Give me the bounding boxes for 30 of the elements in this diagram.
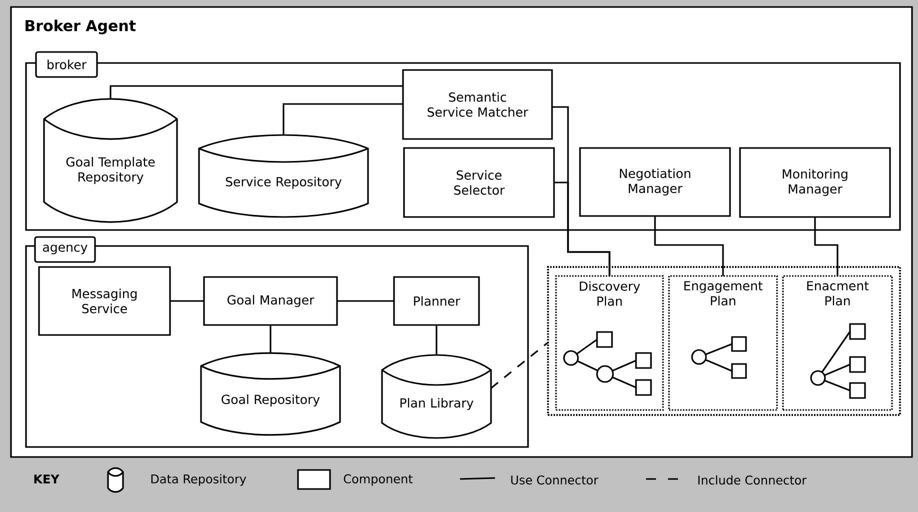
- legend-text: Include Connector: [698, 475, 807, 485]
- connector-line: [170, 300, 204, 302]
- component-box: Service Selector: [403, 147, 555, 218]
- data-repository: Goal Template Repository: [43, 98, 178, 223]
- connector-line: [814, 217, 838, 276]
- connector-line: [436, 325, 438, 355]
- component-box: Messaging Service: [38, 266, 171, 336]
- legend-text: Data Repository: [151, 474, 246, 486]
- connector-line: [270, 325, 272, 353]
- connector-line: [554, 182, 610, 276]
- legend-text: Use Connector: [511, 475, 598, 485]
- component-box: Goal Manager: [203, 276, 338, 326]
- component-box: Negotiation Manager: [579, 147, 731, 217]
- key-heading: KEY: [34, 474, 60, 484]
- connector-line: [282, 103, 403, 135]
- connector-line: [654, 216, 724, 276]
- plan-box: Enacment Plan: [782, 275, 893, 411]
- component-box: Planner: [393, 276, 480, 326]
- plan-box: Engagement Plan: [668, 275, 778, 411]
- component-box: Semantic Service Matcher: [402, 69, 553, 140]
- component-box: Monitoring Manager: [739, 147, 891, 218]
- data-repository: Service Repository: [198, 134, 369, 218]
- data-repository: Plan Library: [381, 354, 492, 439]
- data-repository: Goal Repository: [200, 352, 341, 436]
- connector-line: [337, 300, 394, 302]
- plan-box: Discovery Plan: [555, 275, 664, 411]
- connector-line: [110, 85, 403, 99]
- dashed-connector: [490, 342, 548, 389]
- legend-text: Component: [344, 474, 413, 486]
- plan-group-box: [547, 266, 901, 416]
